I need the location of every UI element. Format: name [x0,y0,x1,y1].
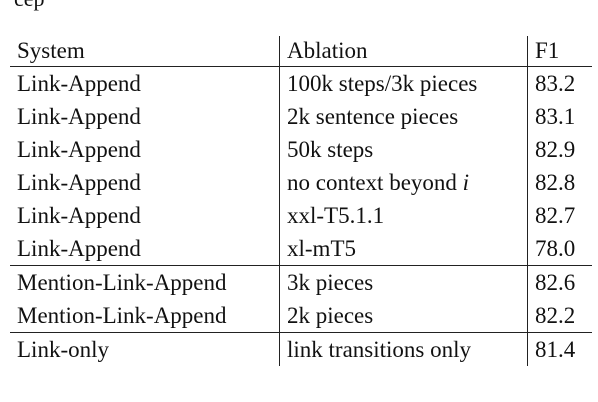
cell-system: Link-Append [17,169,141,195]
cell-system: Link-Append [17,136,141,162]
cell-f1: 78.0 [527,232,592,266]
table-row: Mention-Link-Append 2k pieces 82.2 [10,299,592,333]
cell-ablation: 2k sentence pieces [279,100,528,133]
header-ablation: Ablation [279,36,528,67]
cell-f1: 82.9 [527,133,592,166]
cell-ablation-text: no context beyond [287,169,457,195]
header-system: System [17,38,85,63]
table-row: Link-Append no context beyond i 82.8 [10,166,592,199]
cell-system: Link-Append [10,66,280,100]
cell-system: Link-Append [17,202,141,228]
table-row: Mention-Link-Append 3k pieces 82.6 [10,265,592,299]
ablation-table: System Ablation F1 Link-Append 100k step… [10,36,592,366]
table-header-row: System Ablation F1 [10,36,592,67]
table-row: Link-Append xl-mT5 78.0 [10,232,592,266]
cell-system: Link-Append [17,103,141,129]
table-row: Link-Append 100k steps/3k pieces 83.2 [10,66,592,100]
cell-ablation-variable: i [462,169,470,195]
cell-ablation: xxl-T5.1.1 [279,199,528,232]
cell-f1: 82.8 [527,166,592,199]
header-f1: F1 [527,36,592,67]
cell-ablation: no context beyond i [279,166,528,199]
cell-f1: 82.7 [527,199,592,232]
cell-ablation: link transitions only [279,332,528,366]
cell-f1: 83.1 [527,100,592,133]
cell-ablation: 50k steps [279,133,528,166]
cell-ablation: xl-mT5 [279,232,528,266]
table-row: Link-Append 50k steps 82.9 [10,133,592,166]
cell-f1: 81.4 [527,332,592,366]
table-row: Link-only link transitions only 81.4 [10,332,592,366]
clipped-text-remnant: cep [14,0,45,10]
cell-ablation: 100k steps/3k pieces [279,66,528,100]
cell-f1: 83.2 [527,66,592,100]
cell-ablation: 3k pieces [279,265,528,299]
cell-system: Link-only [10,332,280,366]
table-row: Link-Append 2k sentence pieces 83.1 [10,100,592,133]
cell-ablation: 2k pieces [279,299,528,333]
cell-system: Mention-Link-Append [10,265,280,299]
cell-f1: 82.6 [527,265,592,299]
cell-system: Link-Append [17,235,141,261]
table-row: Link-Append xxl-T5.1.1 82.7 [10,199,592,232]
cell-f1: 82.2 [527,299,592,333]
cell-system: Mention-Link-Append [17,302,227,328]
results-table: System Ablation F1 Link-Append 100k step… [10,36,592,366]
